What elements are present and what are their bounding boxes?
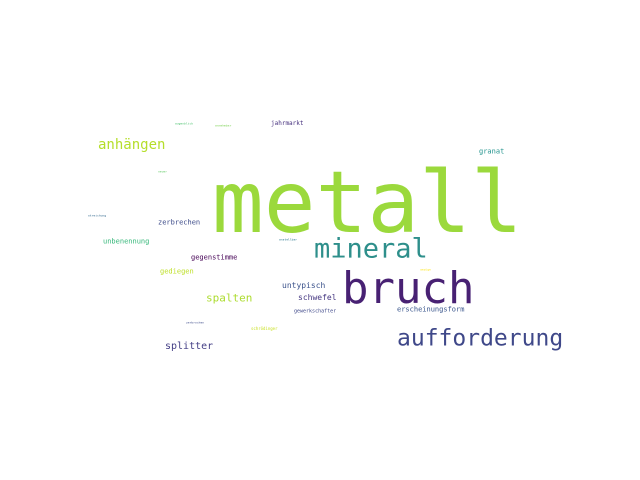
word-schroedinger: schrödinger	[251, 326, 278, 331]
word-erscheinungsform: erscheinungsform	[397, 305, 465, 314]
word-splitter: splitter	[165, 341, 214, 352]
word-neuer: neuer	[158, 169, 168, 174]
word-augenblick: augenblick	[175, 121, 194, 126]
word-schwefel: schwefel	[298, 293, 337, 302]
word-granat: granat	[479, 147, 505, 156]
word-spalten: spalten	[206, 291, 253, 305]
word-gegenstimme: gegenstimme	[191, 253, 238, 262]
word-mineral: mineral	[314, 233, 428, 265]
word-untypisch: untypisch	[282, 281, 326, 290]
word-anhaengen: anhängen	[98, 137, 166, 153]
word-jahrmarkt: jahrmarkt	[271, 120, 304, 127]
word-gewerkschafter: gewerkschafter	[294, 308, 337, 315]
word-unbenennung: unbenennung	[103, 237, 150, 246]
word-streichung: streichung	[88, 213, 107, 218]
word-gediegen: gediegen	[160, 267, 194, 276]
word-zerbrochen: zerbrochen	[186, 320, 205, 325]
word-metall: metall	[212, 153, 523, 253]
word-annehmbar: annehmbar	[215, 123, 232, 128]
word-aufforderung: aufforderung	[397, 325, 564, 352]
word-bruch: bruch	[342, 263, 475, 314]
word-umzuege: umzüge	[420, 267, 431, 272]
word-anstellbar: anstellbar	[279, 237, 298, 242]
word-zerbrechen: zerbrechen	[158, 218, 201, 227]
